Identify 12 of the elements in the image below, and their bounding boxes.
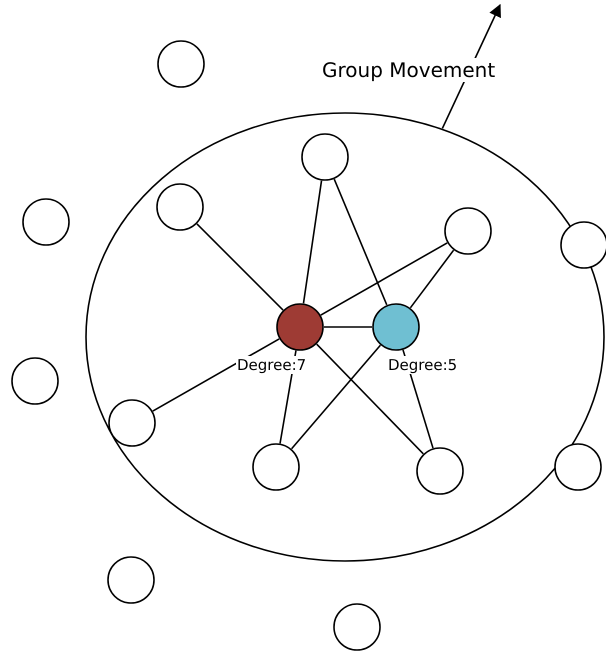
connector-line: [316, 344, 424, 454]
connector-line: [152, 338, 280, 412]
degree-label: Degree:7: [236, 356, 308, 374]
connector-line: [324, 326, 372, 328]
connector-line: [410, 250, 454, 308]
connector-line: [291, 344, 381, 450]
connector-line: [196, 223, 284, 311]
edge-label: Group Movement: [322, 58, 496, 82]
connector-line: [334, 178, 388, 306]
connector-line: [302, 180, 322, 304]
degree-label: Degree:5: [387, 356, 458, 374]
connector-line: [320, 242, 448, 316]
